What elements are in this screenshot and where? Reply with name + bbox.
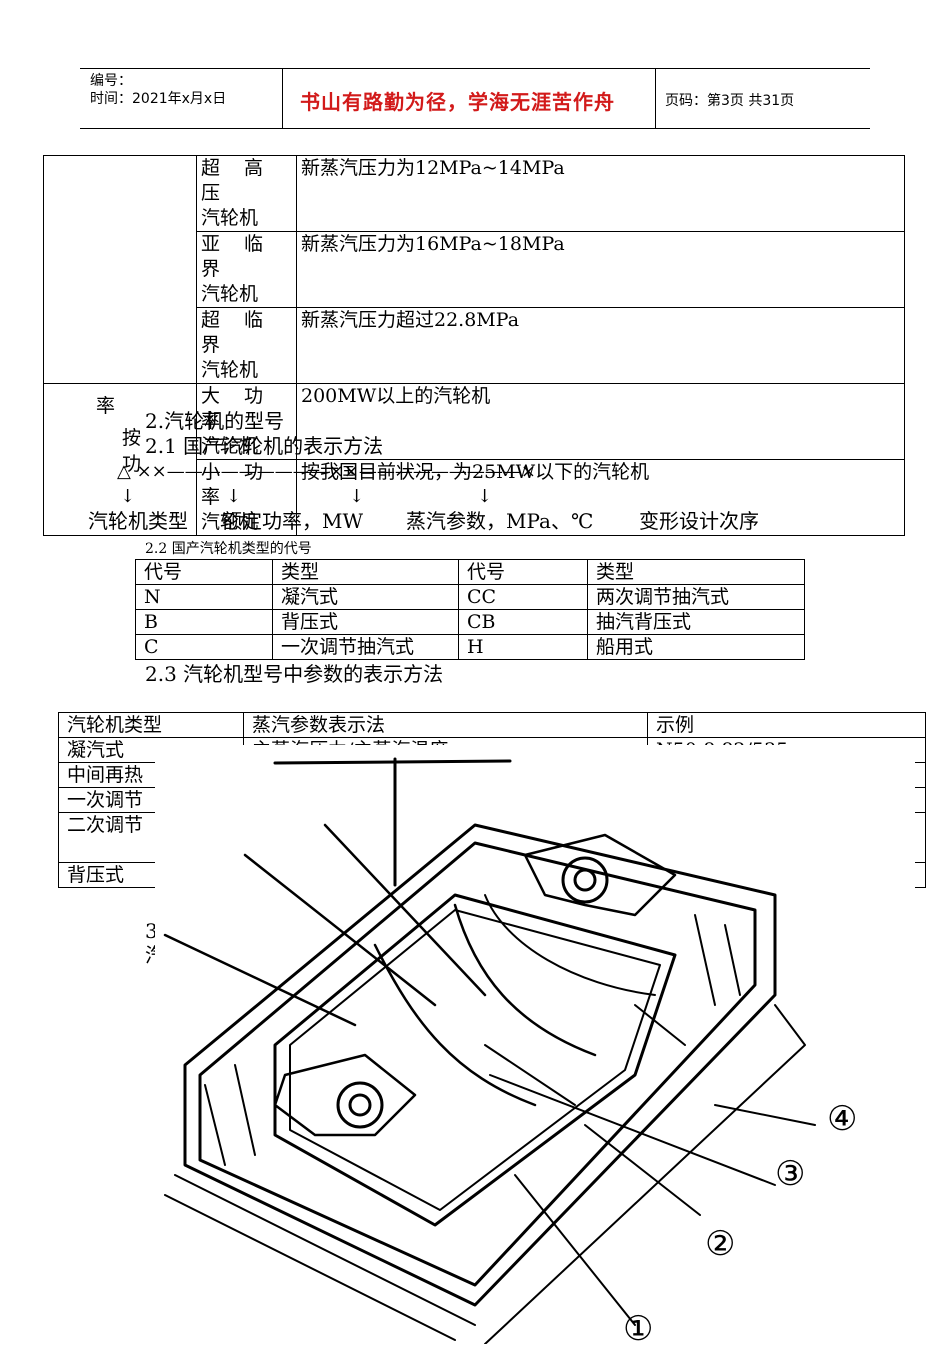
section-2-1-title: 2.1 国产汽轮机的表示方法 (145, 434, 384, 458)
table-cell: N (135, 584, 273, 610)
table-row: 超 临 界汽轮机 新蒸汽压力超过22.8MPa (44, 307, 905, 384)
table-cell: 凝汽式 (272, 584, 459, 610)
arrow-steam: ↓ (349, 486, 365, 507)
model-pattern: △ ××—————————××—————————× (117, 461, 536, 482)
section-2-title: 2.汽轮机的型号 (145, 409, 285, 433)
table-cell: CB (458, 609, 588, 635)
table-cell-group: 率 按 功 (43, 383, 197, 536)
table-cell: 一次调节抽汽式 (272, 634, 459, 660)
table-row: 亚 临 界汽轮机 新蒸汽压力为16MPa~18MPa (44, 231, 905, 308)
table-cell: 亚 临 界汽轮机 (196, 231, 297, 308)
callout-1: ① (623, 1309, 653, 1344)
label-rated-power: 额定功率，MW (222, 509, 364, 533)
callout-3: ③ (775, 1154, 805, 1194)
turbine-casing-figure: ① ② ③ ④ (155, 745, 915, 1348)
table-header: 蒸汽参数表示法 (243, 712, 648, 738)
table-cell: 200MW以上的汽轮机 (296, 383, 905, 460)
table-header: 类型 (272, 559, 459, 585)
section-2-2-title: 2.2 国产汽轮机类型的代号 (145, 541, 312, 557)
table-row: C 一次调节抽汽式 H 船用式 (135, 634, 805, 660)
table-cell: H (458, 634, 588, 660)
table-cell: 背压式 (272, 609, 459, 635)
label-design-order: 变形设计次序 (639, 509, 759, 533)
table-cell: 抽汽背压式 (587, 609, 805, 635)
table-header: 类型 (587, 559, 805, 585)
table-cell: 超 临 界汽轮机 (196, 307, 297, 384)
type-code-table: 代号 类型 代号 类型 N 凝汽式 CC 两次调节抽汽式 B 背压式 CB 抽汽… (135, 559, 805, 660)
table-cell: 超 高 压汽轮机 (196, 155, 297, 232)
table-cell: 新蒸汽压力超过22.8MPa (296, 307, 905, 384)
table-header: 示例 (647, 712, 926, 738)
table-cell: 小 功 率汽轮机 (196, 459, 297, 536)
label-turbine-type: 汽轮机类型 (88, 509, 188, 533)
table-header: 代号 (135, 559, 273, 585)
table-row: 小 功 率汽轮机 按我国目前状况，为25MW以下的汽轮机 (44, 459, 905, 536)
arrow-design: ↓ (477, 486, 493, 507)
header-motto: 书山有路勤为径，学海无涯苦作舟 (300, 90, 615, 114)
table-row: 超 高 压汽轮机 新蒸汽压力为12MPa~14MPa (43, 155, 905, 384)
callout-4: ④ (827, 1099, 857, 1139)
table-row: N 凝汽式 CC 两次调节抽汽式 (135, 584, 805, 610)
page-number-label: 页码：第3页 共31页 (665, 93, 795, 109)
table-header-row: 汽轮机类型 蒸汽参数表示法 示例 (58, 712, 926, 738)
table-row: B 背压式 CB 抽汽背压式 (135, 609, 805, 635)
table-row: 率 按 功 大 功 率汽轮机 200MW以上的汽轮机 (43, 383, 905, 536)
turbine-casing-drawing: ① ② ③ ④ (155, 745, 915, 1348)
label-steam-params: 蒸汽参数，MPa、℃ (406, 509, 594, 533)
document-number-label: 编号： (90, 73, 132, 89)
table-cell: 两次调节抽汽式 (587, 584, 805, 610)
callout-2: ② (705, 1224, 735, 1264)
table-cell: 船用式 (587, 634, 805, 660)
table-cell (43, 155, 197, 384)
section-2-3-title: 2.3 汽轮机型号中参数的表示方法 (145, 662, 444, 686)
table-cell: 按我国目前状况，为25MW以下的汽轮机 (296, 459, 905, 536)
turbine-classification-table: 超 高 压汽轮机 新蒸汽压力为12MPa~14MPa 亚 临 界汽轮机 新蒸汽压… (43, 155, 905, 536)
document-time-label: 时间：2021年x月x日 (90, 91, 227, 107)
table-cell: 新蒸汽压力为12MPa~14MPa (296, 155, 905, 232)
arrow-power: ↓ (226, 486, 242, 507)
table-header: 汽轮机类型 (58, 712, 244, 738)
arrow-type: ↓ (120, 486, 136, 507)
table-cell: 新蒸汽压力为16MPa~18MPa (296, 231, 905, 308)
table-cell: C (135, 634, 273, 660)
table-header-row: 代号 类型 代号 类型 (135, 559, 805, 585)
table-cell: CC (458, 584, 588, 610)
table-cell: B (135, 609, 273, 635)
table-header: 代号 (458, 559, 588, 585)
